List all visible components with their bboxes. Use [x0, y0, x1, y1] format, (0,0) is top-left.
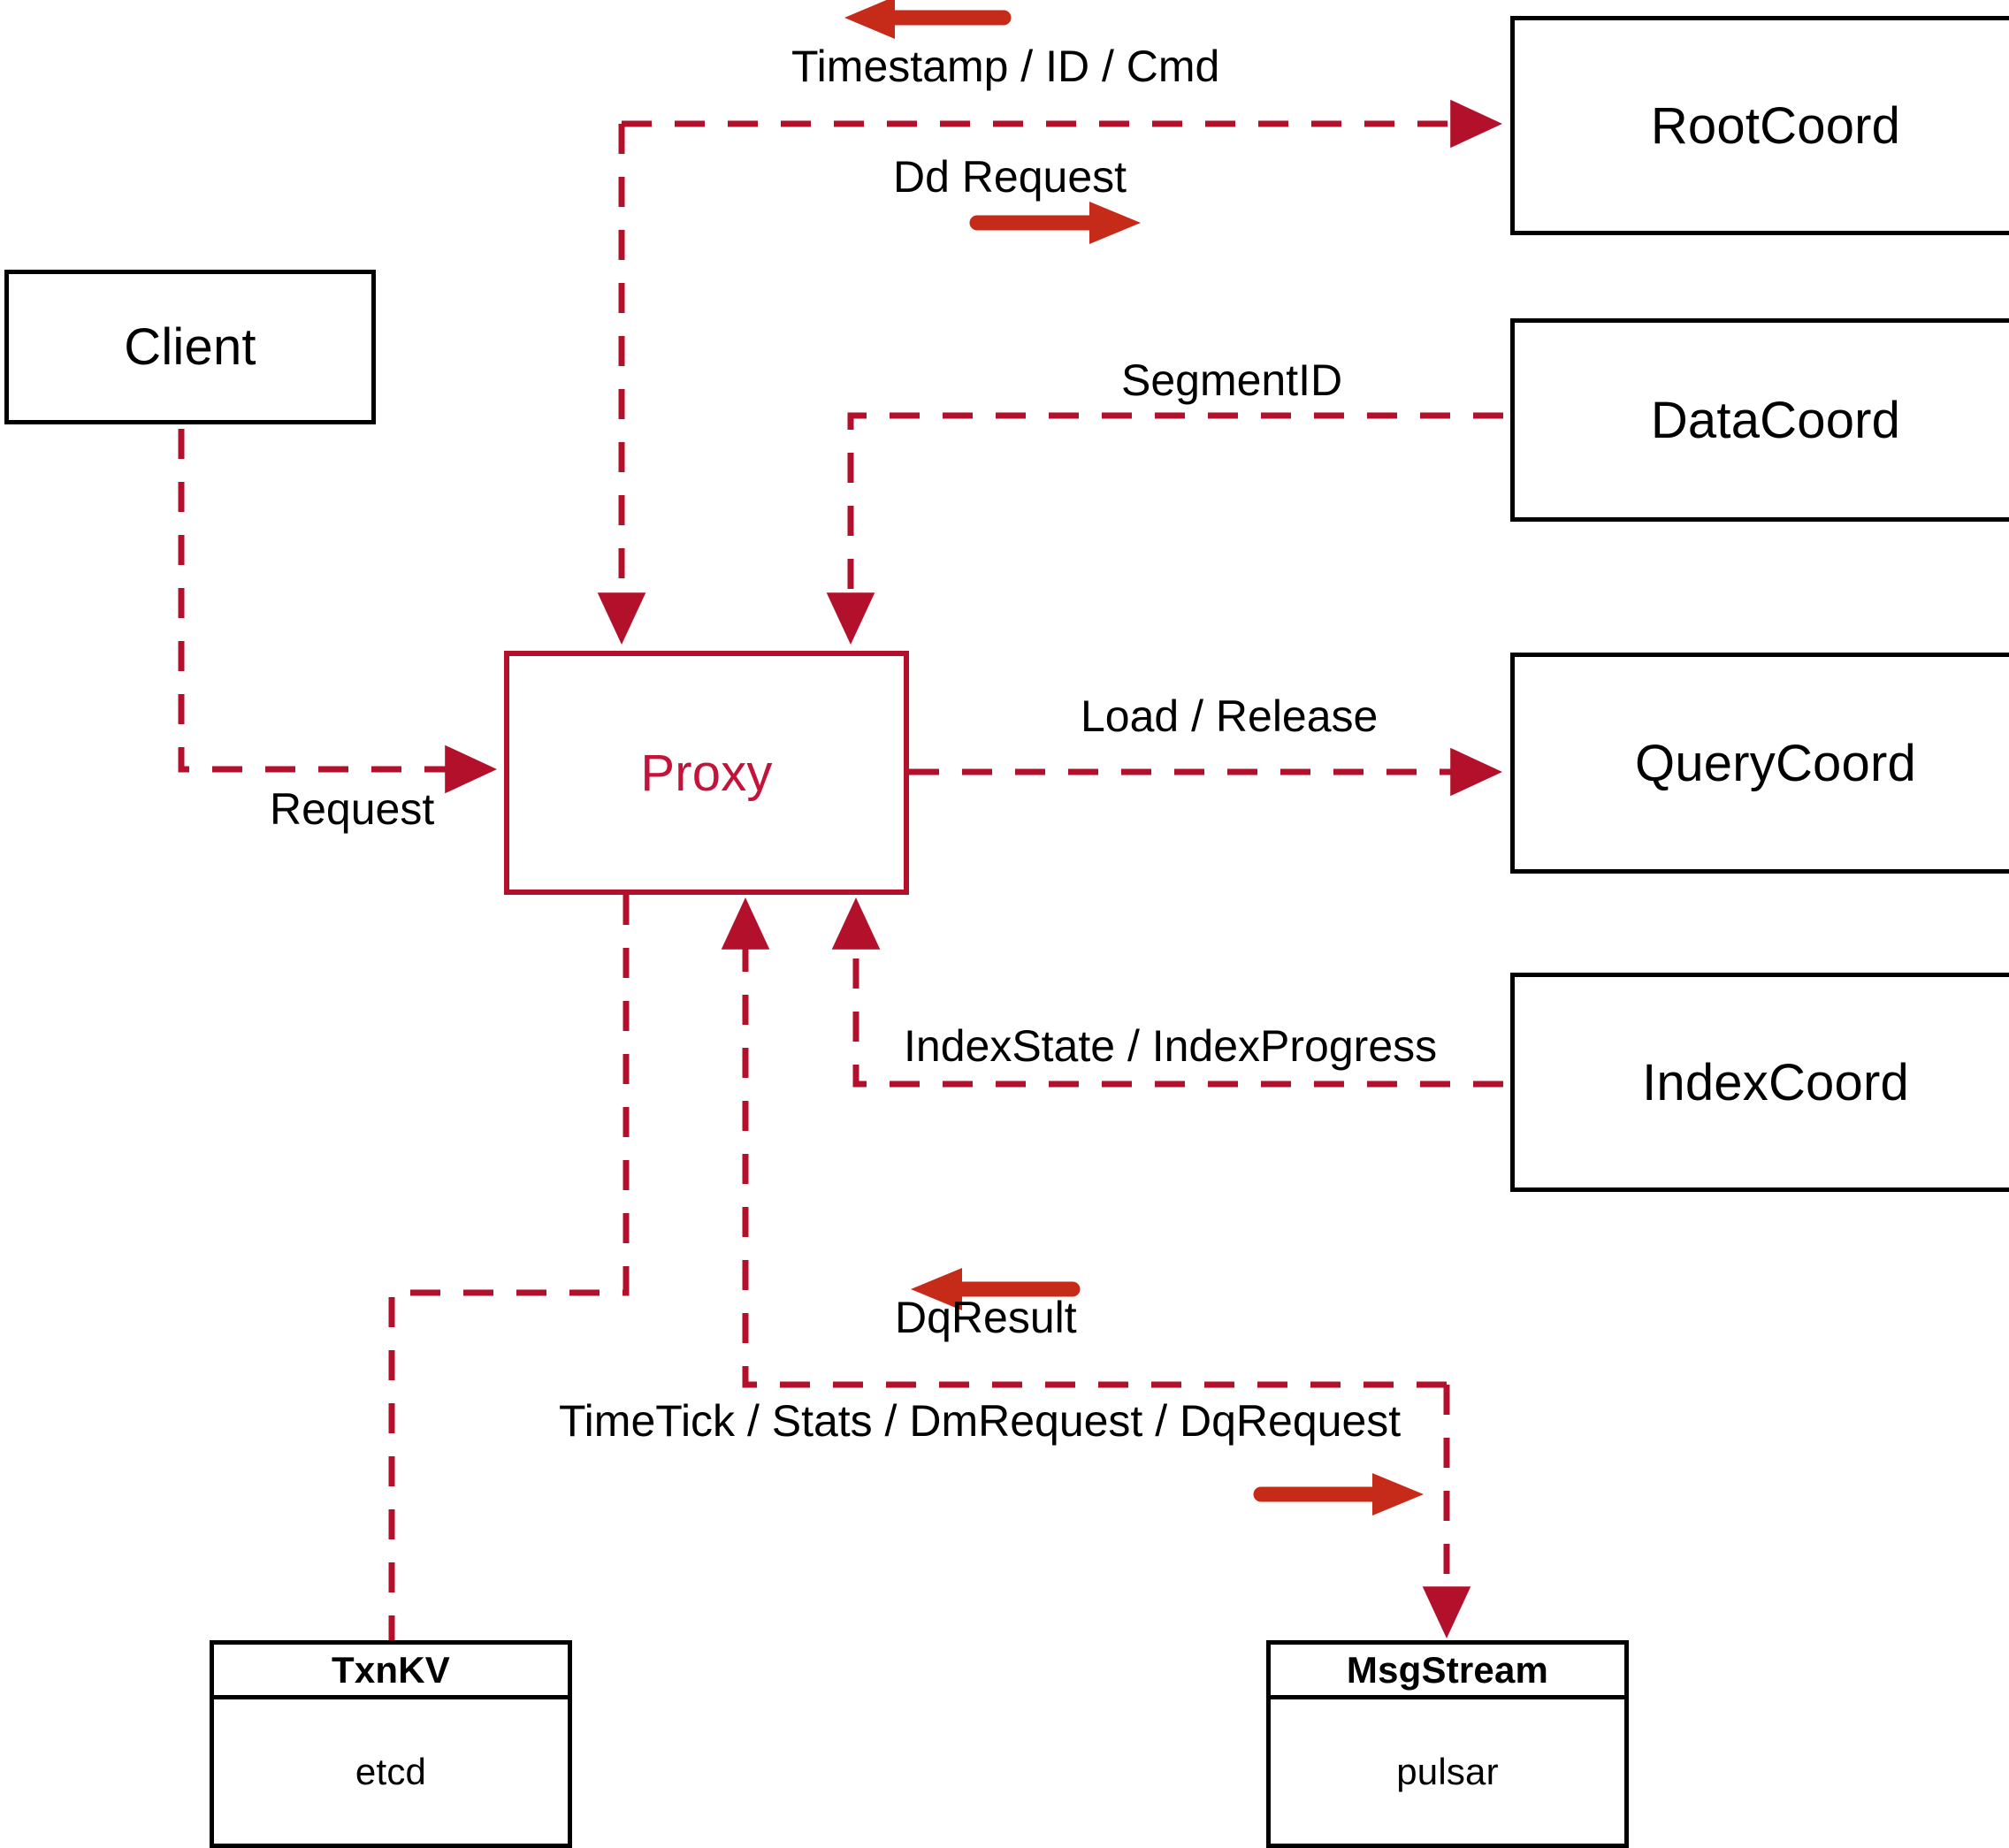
node-datacoord-label: DataCoord	[1650, 391, 1901, 449]
annotation-arrow-dd-request-right	[969, 202, 1141, 244]
node-querycoord-label: QueryCoord	[1635, 734, 1916, 792]
node-proxy-label: Proxy	[640, 744, 773, 802]
node-proxy[interactable]: Proxy	[504, 651, 909, 895]
node-txnkv[interactable]: TxnKV etcd	[210, 1640, 572, 1848]
edge-label-index-state-progress: IndexState / IndexProgress	[904, 1021, 1438, 1071]
edge-label-dq-result: DqResult	[895, 1293, 1077, 1342]
edge-label-dd-request: Dd Request	[893, 152, 1127, 202]
node-msgstream-label: MsgStream	[1346, 1648, 1549, 1691]
annotation-arrow-msgstream-right	[1253, 1473, 1424, 1516]
edge-client-to-proxy	[178, 376, 497, 794]
node-rootcoord-label: RootCoord	[1650, 96, 1901, 155]
edge-label-timetick-stats-dm-dq: TimeTick / Stats / DmRequest / DqRequest	[559, 1396, 1402, 1446]
annotation-arrow-dqresult-left	[911, 1268, 1081, 1310]
node-txnkv-body: etcd	[214, 1699, 568, 1844]
node-msgstream-header: MsgStream	[1271, 1645, 1624, 1699]
node-msgstream-body: pulsar	[1271, 1699, 1624, 1844]
annotation-arrow-timestamp-left	[844, 0, 1012, 39]
node-indexcoord[interactable]: IndexCoord	[1510, 973, 2009, 1192]
edge-proxy-to-txnkv	[388, 895, 630, 1646]
edge-label-load-release: Load / Release	[1081, 691, 1379, 741]
node-txnkv-header: TxnKV	[214, 1645, 568, 1699]
edge-indexcoord-to-proxy	[831, 897, 1503, 1088]
node-rootcoord[interactable]: RootCoord	[1510, 16, 2009, 235]
edge-msgstream-to-proxy	[721, 897, 1447, 1388]
edge-label-request: Request	[270, 784, 435, 834]
node-client-label: Client	[124, 318, 256, 376]
node-client[interactable]: Client	[4, 270, 376, 424]
node-txnkv-impl-label: etcd	[355, 1750, 427, 1792]
node-msgstream[interactable]: MsgStream pulsar	[1266, 1640, 1629, 1848]
node-datacoord[interactable]: DataCoord	[1510, 318, 2009, 522]
edge-label-segment-id: SegmentID	[1121, 355, 1343, 405]
edge-label-timestamp-id-cmd: Timestamp / ID / Cmd	[791, 42, 1220, 91]
node-txnkv-label: TxnKV	[331, 1648, 450, 1691]
node-msgstream-impl-label: pulsar	[1396, 1750, 1499, 1792]
edge-datacoord-to-proxy	[826, 412, 1503, 645]
node-querycoord[interactable]: QueryCoord	[1510, 653, 2009, 874]
node-indexcoord-label: IndexCoord	[1642, 1053, 1909, 1111]
